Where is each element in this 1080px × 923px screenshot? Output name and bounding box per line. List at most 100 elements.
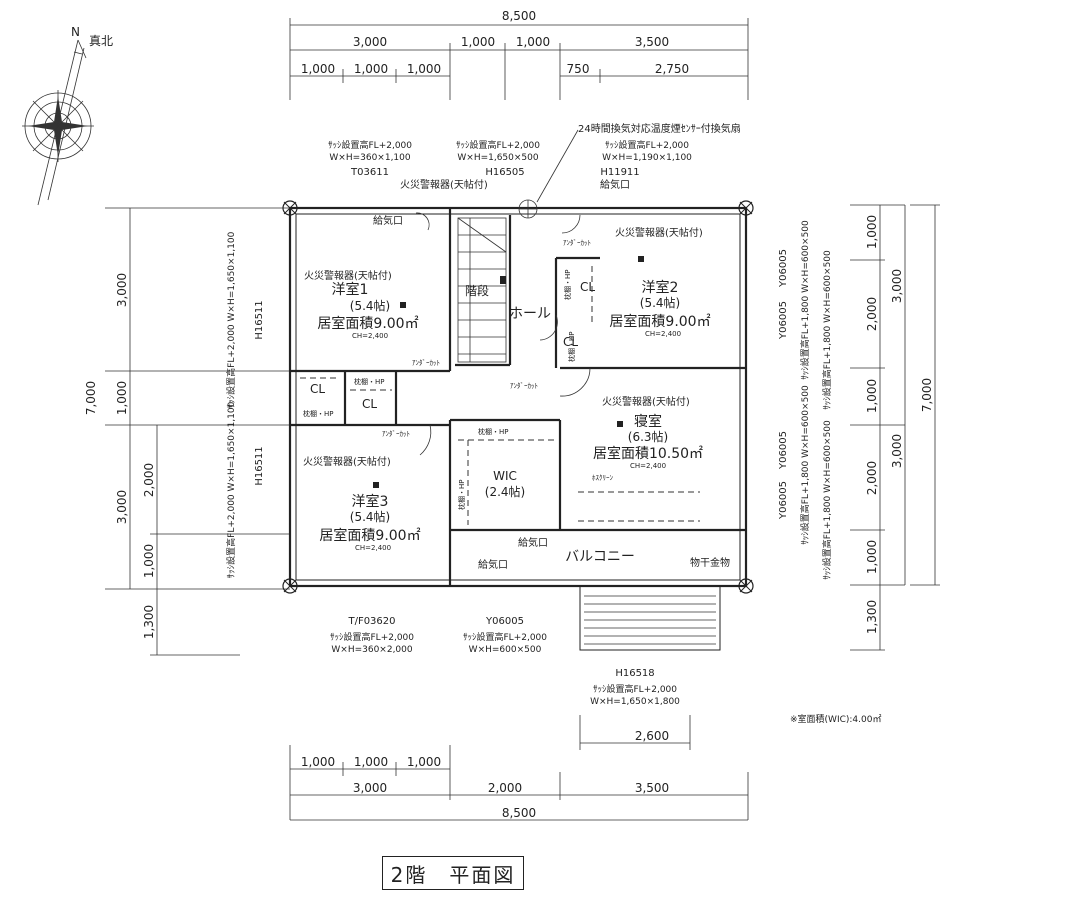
room-youshitsu2: 火災警報器(天帖付) 洋室2 (5.4帖) 居室面積9.00㎡ CH=2,400 (609, 226, 710, 338)
dim-right-col1-3: 1,000 (865, 379, 879, 413)
window-right-lower: Y06005 Y06005 ｻｯｼ設置高FL+1,800 W×H=600×500… (778, 385, 833, 580)
dim-right-col1-1: 1,000 (865, 215, 879, 249)
dim-right-col2-1: 3,000 (890, 269, 904, 303)
window-left-lower: ｻｯｼ設置高FL+2,000 W×H=1,650×1,100 H16511 (225, 401, 265, 578)
room3-area: 居室面積9.00㎡ (319, 527, 420, 544)
svg-text:Y06005: Y06005 (778, 431, 789, 470)
svg-text:H16511: H16511 (254, 300, 265, 339)
bottom-dimension-lines: 2,600 1,000 1,000 1,000 3,000 2,000 3,50… (289, 715, 749, 821)
staircase: 階段 (457, 217, 507, 363)
window-left-upper: ｻｯｼ設置高FL+2,000 W×H=1,650×1,100 H16511 (225, 231, 265, 408)
window-h11911: ｻｯｼ設置高FL+2,000 W×H=1,190×1,100 H11911 (600, 139, 692, 178)
bedroom-tatami: (6.3帖) (628, 429, 668, 444)
dim-bottom-row1-3: 1,000 (407, 755, 441, 769)
door-swings (415, 212, 591, 456)
room1-name: 洋室1 (332, 281, 369, 298)
drawing-title: 2階 平面図 (382, 856, 524, 890)
undercut-labels: ｱﾝﾀﾞｰｶｯﾄ ｱﾝﾀﾞｰｶｯﾄ ｱﾝﾀﾞｰｶｯﾄ ｱﾝﾀﾞｰｶｯﾄ (382, 239, 591, 438)
stairs-label: 階段 (465, 283, 489, 298)
closet-shelf-4: 枕棚・HP (567, 332, 576, 363)
room2-ch: CH=2,400 (645, 330, 681, 338)
fan-label: 24時間換気対応温度煙ｾﾝｻｰ付換気扇 (578, 122, 741, 135)
north-arrow: N 真北 (37, 25, 113, 206)
dim-top-row2-1: 3,000 (353, 35, 387, 49)
closet-shelf-1: 枕棚・HP (303, 409, 334, 418)
dim-top-row2-2: 1,000 (461, 35, 495, 49)
supply-vent-1: 給気口 (373, 214, 403, 227)
room2-alarm: 火災警報器(天帖付) (615, 226, 703, 239)
supply-vent-2: 給気口 (600, 178, 630, 191)
svg-text:Y06005: Y06005 (778, 481, 789, 520)
dim-bottom-row1-1: 1,000 (301, 755, 335, 769)
room-shinshitsu: 火災警報器(天帖付) 寝室 (6.3帖) 居室面積10.50㎡ CH=2,400… (578, 395, 703, 522)
room-youshitsu1: 火災警報器(天帖付) 洋室1 (5.4帖) 居室面積9.00㎡ CH=2,400 (304, 269, 419, 340)
svg-text:H16518: H16518 (615, 668, 654, 679)
undercut-2: ｱﾝﾀﾞｰｶｯﾄ (412, 359, 440, 367)
supply-vent-3: 給気口 (518, 536, 548, 549)
wic-name: WIC (493, 469, 517, 483)
dim-bottom-total: 8,500 (502, 806, 536, 820)
svg-text:W×H=1,650×500: W×H=1,650×500 (457, 153, 539, 163)
room1-area: 居室面積9.00㎡ (317, 315, 418, 332)
closet-cl-4: CL (563, 335, 578, 349)
outer-walls (282, 200, 754, 594)
window-y06005-bottom: Y06005 ｻｯｼ設置高FL+2,000 W×H=600×500 (463, 616, 547, 655)
bedroom-name: 寝室 (634, 413, 662, 430)
wic-note: ※室面積(WIC):4.00㎡ (790, 713, 881, 725)
room3-ch: CH=2,400 (355, 544, 391, 552)
undercut-1: ｱﾝﾀﾞｰｶｯﾄ (563, 239, 591, 247)
dim-right-col1-2: 2,000 (865, 297, 879, 331)
dim-left-col1-2: 1,000 (115, 381, 129, 415)
dim-bottom-row2-3: 3,500 (635, 781, 669, 795)
dim-top-row2-4: 3,500 (635, 35, 669, 49)
svg-text:W×H=360×2,000: W×H=360×2,000 (331, 645, 413, 655)
hall-label: ホール (509, 306, 551, 322)
supply-vent-4: 給気口 (478, 558, 508, 571)
room2-tatami: (5.4帖) (640, 295, 680, 310)
dim-left-col1-3: 3,000 (115, 490, 129, 524)
wic-tatami: (2.4帖) (485, 484, 525, 499)
svg-text:ｻｯｼ設置高FL+1,800 W×H=600×500: ｻｯｼ設置高FL+1,800 W×H=600×500 (799, 385, 811, 545)
bedroom-alarm: 火災警報器(天帖付) (602, 395, 690, 408)
room2-area: 居室面積9.00㎡ (609, 313, 710, 330)
closet-shelf-3: 枕棚・HP (563, 270, 572, 301)
alarm-top-label: 火災警報器(天帖付) (400, 178, 488, 191)
room3-name: 洋室3 (352, 493, 389, 510)
room1-ch: CH=2,400 (352, 332, 388, 340)
window-h16505: ｻｯｼ設置高FL+2,000 W×H=1,650×500 H16505 (456, 139, 540, 178)
ventilation-fan-icon (518, 199, 538, 219)
svg-text:ｻｯｼ設置高FL+2,000: ｻｯｼ設置高FL+2,000 (605, 139, 689, 151)
window-t03611: ｻｯｼ設置高FL+2,000 W×H=360×1,100 T03611 (328, 139, 412, 178)
window-right-upper: Y06005 Y06005 ｻｯｼ設置高FL+1,800 W×H=600×500… (778, 220, 833, 410)
wic-shelf-label-v: 枕棚・HP (457, 480, 466, 511)
balcony-label: バルコニー (565, 549, 635, 565)
svg-text:ｻｯｼ設置高FL+1,800 W×H=600×500: ｻｯｼ設置高FL+1,800 W×H=600×500 (821, 250, 833, 410)
closet-shelf-2: 枕棚・HP (354, 377, 385, 386)
svg-text:ｻｯｼ設置高FL+2,000: ｻｯｼ設置高FL+2,000 (328, 139, 412, 151)
dim-bottom-row2-2: 2,000 (488, 781, 522, 795)
compass-rose (22, 90, 94, 162)
bedroom-area: 居室面積10.50㎡ (593, 445, 703, 462)
left-dimension-lines: 7,000 3,000 1,000 3,000 2,000 1,000 1,30… (84, 207, 290, 656)
dim-bottom-balcony: 2,600 (635, 729, 669, 743)
closet-cl-1: CL (310, 382, 325, 396)
dim-left-col2-3: 1,300 (142, 605, 156, 639)
svg-text:W×H=360×1,100: W×H=360×1,100 (329, 153, 411, 163)
dim-left-col2-1: 2,000 (142, 463, 156, 497)
right-dimension-lines: 1,000 2,000 1,000 2,000 1,000 1,300 3,00… (850, 204, 940, 651)
room-youshitsu3: 火災警報器(天帖付) 洋室3 (5.4帖) 居室面積9.00㎡ CH=2,400 (303, 455, 421, 552)
dim-right-total: 7,000 (920, 378, 934, 412)
svg-text:ｻｯｼ設置高FL+2,000: ｻｯｼ設置高FL+2,000 (330, 631, 414, 643)
closet-cl-2: CL (362, 397, 377, 411)
dim-top-row3-3: 1,000 (407, 62, 441, 76)
svg-text:W×H=600×500: W×H=600×500 (469, 645, 542, 655)
dim-bottom-row1-2: 1,000 (354, 755, 388, 769)
dryer-hardware-label: 物干金物 (690, 556, 730, 569)
wic-shelf-label: 枕棚・HP (478, 427, 509, 436)
interior-walls (290, 208, 746, 586)
true-north-label: 真北 (89, 34, 113, 48)
balcony-deck (579, 585, 721, 651)
room2-name: 洋室2 (642, 279, 679, 296)
svg-text:Y06005: Y06005 (485, 616, 524, 627)
